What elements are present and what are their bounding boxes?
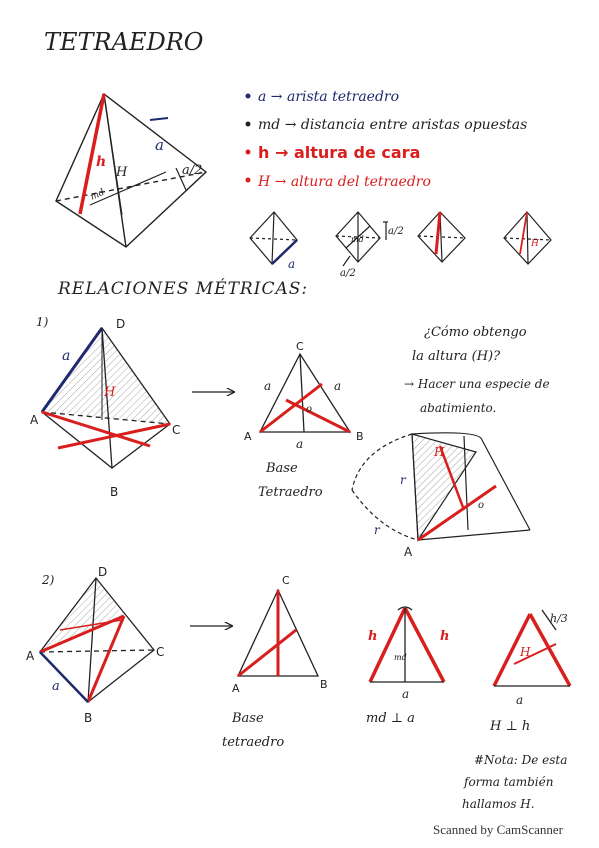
label-md: md — [89, 188, 106, 203]
s1-vertex-B: B — [110, 485, 118, 499]
scanner-watermark: Scanned by CamScanner — [433, 822, 563, 837]
s2-base-caption-2: tetraedro — [222, 735, 284, 750]
s1-question-2: la altura (H)? — [412, 349, 501, 364]
note-line-2: forma también — [463, 775, 553, 789]
s1-base-a-bottom: a — [296, 437, 303, 451]
note-line-3: hallamos H. — [462, 797, 535, 811]
legend-item-H: H → altura del tetraedro — [257, 174, 431, 190]
abat-vertex-A: A — [404, 545, 413, 559]
note-line-1: #Nota: De esta — [474, 753, 567, 767]
md-relation: md ⊥ a — [366, 711, 415, 726]
md-tri-a: a — [402, 687, 409, 701]
small-tetra-1 — [249, 211, 298, 265]
small-label-a: a — [288, 257, 295, 271]
main-tetrahedron — [55, 92, 208, 248]
abat-label-r1: r — [400, 473, 407, 487]
small-label-half-a-2: a/2 — [340, 268, 356, 279]
small-label-md: md — [351, 235, 364, 244]
s2-vertex-A: A — [26, 649, 35, 663]
s2-vertex-C: C — [156, 645, 164, 659]
md-tri-h-left: h — [368, 629, 377, 644]
s1-vertex-C: C — [172, 423, 180, 437]
s1-base-o: o — [306, 404, 312, 415]
small-tetra-2 — [335, 211, 388, 267]
s1-base-caption-1: Base — [265, 461, 298, 476]
s1-vertex-D: D — [116, 317, 125, 331]
legend-item-md: md → distancia entre aristas opuestas — [258, 117, 527, 133]
legend-item-a: a → arista tetraedro — [258, 89, 399, 105]
H-tri-h13: h/3 — [550, 612, 568, 625]
label-half-a: a/2 — [182, 163, 202, 178]
s2-base-vertex-A: A — [232, 682, 240, 695]
section1-base-triangle — [258, 352, 352, 434]
section2-tetrahedron — [39, 576, 155, 703]
md-tri-md: md — [394, 653, 407, 662]
section1-number: 1) — [36, 315, 49, 329]
section2-base-triangle — [236, 588, 320, 678]
s1-base-vertex-B: B — [356, 430, 364, 443]
s1-base-vertex-A: A — [244, 430, 252, 443]
s2-vertex-B: B — [84, 711, 92, 725]
s1-base-a-right: a — [334, 379, 341, 393]
H-tri-H: H — [519, 645, 531, 659]
section1-tetrahedron — [40, 326, 171, 469]
label-h: h — [96, 154, 106, 170]
s1-answer-1: → Hacer una especie de — [404, 377, 550, 391]
s1-label-a: a — [62, 348, 70, 364]
small-label-H: H — [530, 239, 539, 249]
s2-vertex-D: D — [98, 565, 107, 579]
small-tetra-3 — [417, 211, 466, 263]
s1-base-a-left: a — [264, 379, 271, 393]
H-tri-a: a — [516, 693, 523, 707]
section2-number: 2) — [41, 573, 55, 587]
s1-question-1: ¿Cómo obtengo — [424, 325, 527, 340]
s2-base-caption-1: Base — [231, 711, 264, 726]
legend: a → arista tetraedro md → distancia entr… — [245, 89, 527, 190]
s1-label-H: H — [103, 385, 116, 400]
s2-base-vertex-B: B — [320, 678, 328, 691]
label-a-top: a — [155, 136, 164, 154]
H-relation: H ⊥ h — [489, 719, 530, 734]
abat-label-H: H — [433, 445, 445, 459]
s1-vertex-A: A — [30, 413, 39, 427]
md-tri-h-right: h — [440, 629, 449, 644]
H-triangle — [492, 609, 572, 687]
s2-base-vertex-C: C — [282, 574, 290, 587]
abatimiento-diagram — [351, 432, 531, 542]
s1-base-caption-2: Tetraedro — [258, 485, 323, 500]
page-title: TETRAEDRO — [44, 28, 204, 56]
md-triangle — [368, 606, 446, 683]
label-H: H — [115, 165, 128, 180]
s1-answer-2: abatimiento. — [420, 401, 496, 415]
small-label-half-a-1: a/2 — [388, 226, 404, 237]
legend-item-h: h → altura de cara — [258, 143, 420, 162]
s2-label-a: a — [52, 679, 60, 694]
abat-label-r2: r — [374, 523, 381, 537]
abat-label-o: o — [478, 500, 484, 511]
section-heading: RELACIONES MÉTRICAS: — [57, 278, 308, 299]
s1-base-vertex-C: C — [296, 340, 304, 353]
small-tetra-4 — [503, 211, 552, 265]
